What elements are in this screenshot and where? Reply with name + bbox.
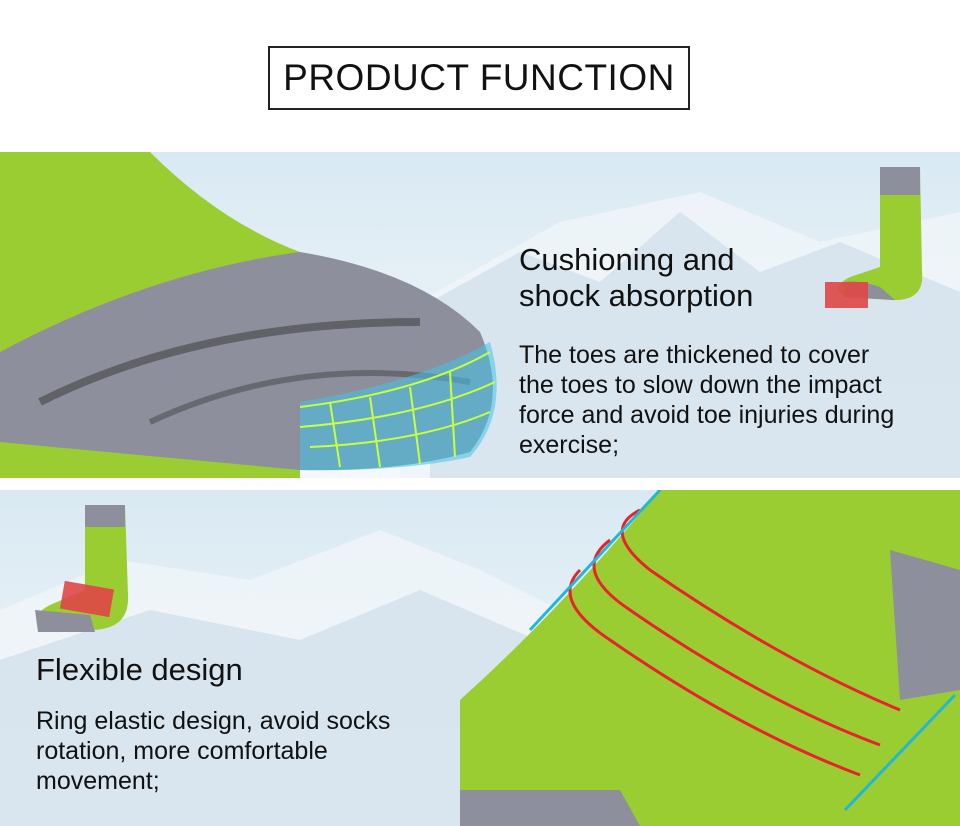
body-line: rotation, more comfortable (36, 737, 328, 765)
flexible-illustration (0, 490, 960, 826)
highlight-marker (825, 282, 868, 308)
sock-gray-patch (890, 550, 960, 700)
cushioning-panel: Cushioning and shock absorption The toes… (0, 152, 960, 478)
section-body: Ring elastic design, avoid socks rotatio… (36, 706, 390, 796)
body-line: force and avoid toe injuries during (519, 401, 895, 429)
heading-line: Flexible design (36, 652, 243, 687)
body-line: The toes are thickened to cover (519, 341, 870, 369)
section-heading: Flexible design (36, 652, 243, 688)
section-heading: Cushioning and shock absorption (519, 242, 753, 314)
heading-line: Cushioning and (519, 242, 735, 277)
mountain (0, 590, 560, 826)
cushion-grid (299, 351, 496, 468)
sock-thumbnail (35, 505, 129, 632)
flexible-panel: Flexible design Ring elastic design, avo… (0, 490, 960, 826)
highlight-marker (59, 580, 115, 618)
sock-band (460, 490, 960, 826)
body-line: Ring elastic design, avoid socks (36, 707, 391, 735)
sock-gray-patch (460, 790, 640, 826)
mountain (430, 212, 960, 478)
cushioning-illustration (0, 152, 960, 478)
body-line: movement; (36, 767, 160, 795)
heading-line: shock absorption (519, 278, 754, 313)
knit-stripe (38, 318, 421, 406)
section-body: The toes are thickened to cover the toes… (519, 340, 894, 460)
cushion-zone (300, 342, 497, 471)
body-line: exercise; (519, 431, 620, 459)
page-title: PRODUCT FUNCTION (268, 46, 690, 110)
cyan-arrows (528, 490, 957, 812)
sock-thumbnail (825, 167, 923, 308)
body-line: the toes to slow down the impact (519, 371, 882, 399)
